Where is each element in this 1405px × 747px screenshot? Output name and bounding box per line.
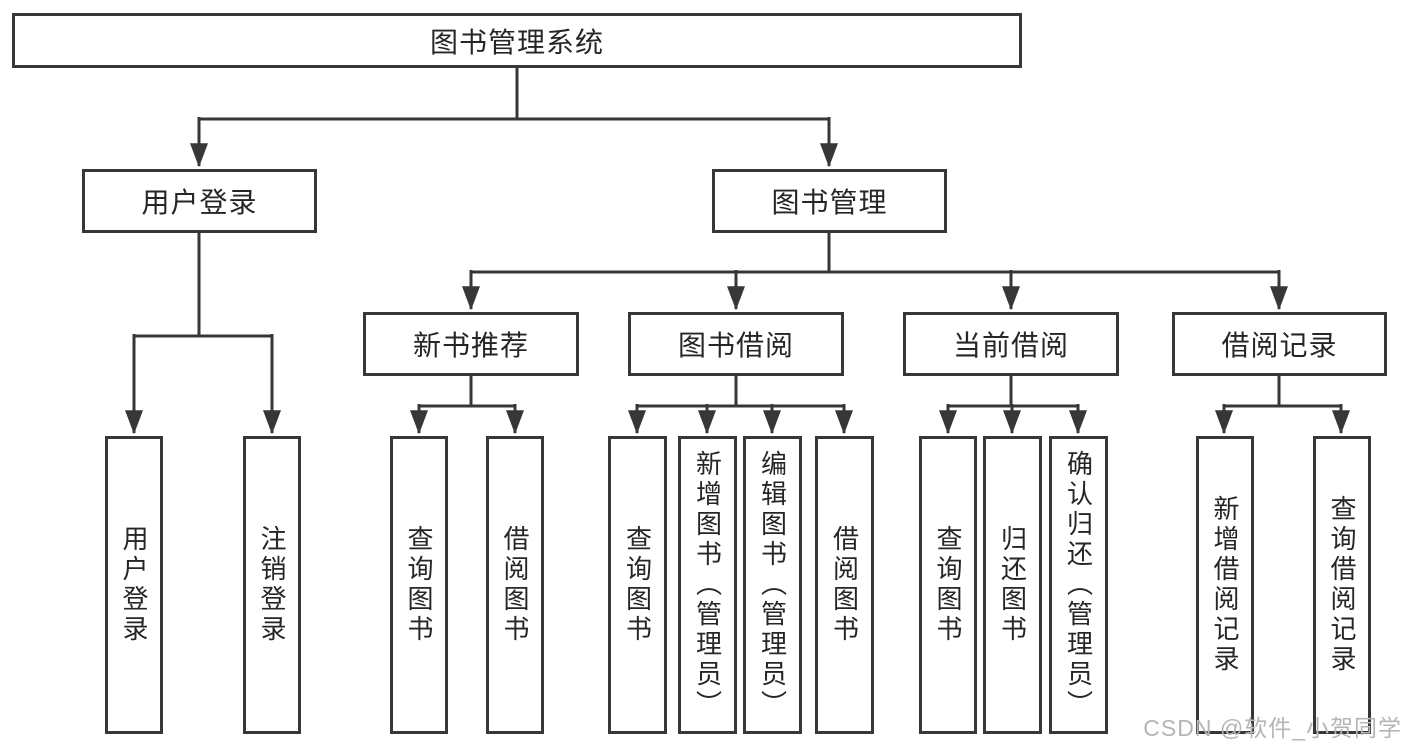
leaf-user-login: 用户登录 (105, 436, 163, 734)
node-new-book-rec: 新书推荐 (363, 312, 579, 376)
node-current-borrow: 当前借阅 (903, 312, 1119, 376)
leaf-query-borrow-record: 查询借阅记录 (1313, 436, 1371, 734)
node-borrow-records: 借阅记录 (1172, 312, 1387, 376)
node-user-login: 用户登录 (82, 169, 317, 233)
leaf-add-borrow-record: 新增借阅记录 (1196, 436, 1254, 734)
leaf-borrow-book-1: 借阅图书 (486, 436, 544, 734)
leaf-logout: 注销登录 (243, 436, 301, 734)
leaf-add-book-admin: 新增图书（管理员） (678, 436, 737, 734)
leaf-borrow-book-2: 借阅图书 (815, 436, 874, 734)
leaf-edit-book-admin: 编辑图书（管理员） (743, 436, 802, 734)
leaf-query-book-1: 查询图书 (390, 436, 448, 734)
node-root: 图书管理系统 (12, 13, 1022, 68)
leaf-confirm-return-admin: 确认归还（管理员） (1049, 436, 1108, 734)
node-book-mgmt: 图书管理 (712, 169, 947, 233)
leaf-return-book: 归还图书 (983, 436, 1042, 734)
leaf-query-book-3: 查询图书 (919, 436, 977, 734)
node-book-borrow: 图书借阅 (628, 312, 844, 376)
leaf-query-book-2: 查询图书 (608, 436, 667, 734)
